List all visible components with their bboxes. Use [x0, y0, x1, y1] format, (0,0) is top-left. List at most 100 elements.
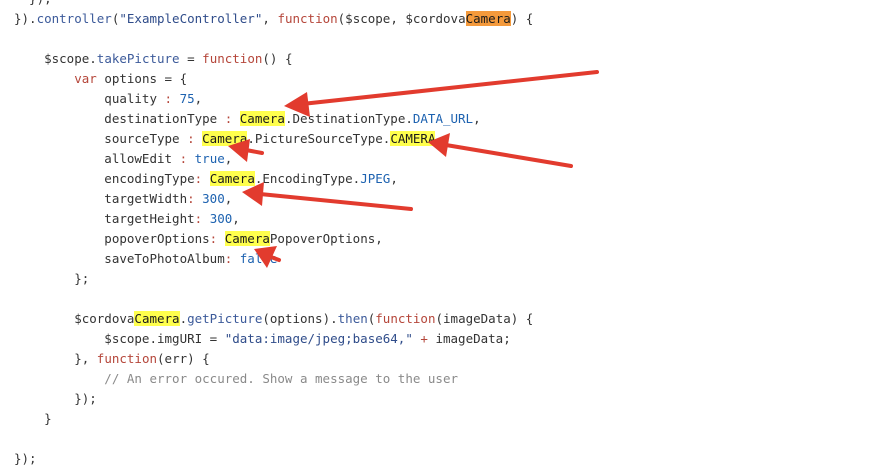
code-token: =	[179, 51, 203, 66]
highlighted-token: Camera	[209, 171, 255, 186]
code-token: :	[187, 191, 195, 206]
code-token: true	[194, 151, 225, 166]
code-token: ,	[390, 171, 398, 186]
code-token: .	[179, 311, 188, 326]
code-token: 300	[202, 191, 225, 206]
code-token: .DestinationType.	[284, 111, 413, 126]
highlighted-token: Camera	[239, 111, 285, 126]
code-token: :	[209, 231, 218, 246]
code-token: :	[194, 211, 203, 226]
code-token	[187, 151, 195, 166]
code-token: ,	[262, 11, 278, 26]
code-token: "ExampleController"	[119, 11, 263, 26]
code-token: options = {	[96, 71, 188, 86]
code-line: allowEdit : true,	[14, 149, 232, 169]
code-token: .EncodingType.	[254, 171, 361, 186]
code-token: ,	[224, 151, 233, 166]
code-token: encodingType	[14, 171, 195, 186]
code-token: ,	[232, 211, 240, 226]
code-token: (err) {	[157, 351, 210, 366]
code-token: :	[224, 111, 233, 126]
code-line: // An error occured. Show a message to t…	[14, 369, 458, 389]
code-token: (options).	[262, 311, 338, 326]
code-token: }	[14, 411, 52, 426]
code-token	[14, 71, 74, 86]
code-token: function	[375, 311, 436, 326]
highlighted-token: Camera	[465, 11, 511, 26]
code-token: targetHeight	[14, 211, 195, 226]
code-token: function	[202, 51, 263, 66]
code-line: var options = {	[14, 69, 187, 89]
code-token	[202, 171, 210, 186]
code-token: var	[74, 71, 97, 86]
code-line: targetWidth: 300,	[14, 189, 232, 209]
code-token: });	[14, 391, 97, 406]
code-token: });	[14, 0, 52, 6]
code-line: $scope.imgURI = "data:image/jpeg;base64,…	[14, 329, 511, 349]
code-token: $scope.imgURI =	[14, 331, 225, 346]
code-line: destinationType : Camera.DestinationType…	[14, 109, 481, 129]
code-token: $cordova	[14, 311, 135, 326]
code-token: },	[14, 351, 97, 366]
highlighted-token: Camera	[134, 311, 180, 326]
code-token: getPicture	[187, 311, 263, 326]
code-token: ) {	[510, 11, 534, 26]
code-token: ,	[435, 131, 443, 146]
code-line: encodingType: Camera.EncodingType.JPEG,	[14, 169, 398, 189]
code-token: sourceType	[14, 131, 188, 146]
code-token: }).	[14, 11, 37, 26]
code-token: targetWidth	[14, 191, 188, 206]
code-line: targetHeight: 300,	[14, 209, 240, 229]
code-line: }, function(err) {	[14, 349, 210, 369]
code-line: sourceType : Camera.PictureSourceType.CA…	[14, 129, 443, 149]
code-token: ,	[473, 111, 481, 126]
code-line: $scope.takePicture = function() {	[14, 49, 293, 69]
code-line: saveToPhotoAlbum: false	[14, 249, 277, 269]
code-token	[232, 111, 240, 126]
code-token: .PictureSourceType.	[247, 131, 391, 146]
code-token: ,	[224, 191, 233, 206]
code-token: +	[420, 331, 428, 346]
code-token: (	[367, 311, 376, 326]
code-token: "data:image/jpeg;base64,"	[224, 331, 413, 346]
code-token: popoverOptions	[14, 231, 210, 246]
code-token: ($scope, $cordova	[337, 11, 466, 26]
code-token: () {	[262, 51, 293, 66]
code-token: };	[14, 271, 90, 286]
code-token: :	[164, 91, 173, 106]
code-token: saveToPhotoAlbum	[14, 251, 225, 266]
code-token: (	[111, 11, 120, 26]
code-token: controller	[36, 11, 112, 26]
code-token: $scope.	[14, 51, 97, 66]
code-token: function	[277, 11, 338, 26]
code-token: 300	[209, 211, 233, 226]
code-line: });	[14, 449, 37, 469]
code-line: }	[14, 409, 52, 429]
code-token: JPEG	[360, 171, 391, 186]
code-token	[202, 211, 210, 226]
code-token: false	[239, 251, 278, 266]
code-token: });	[14, 451, 37, 466]
code-token	[172, 91, 180, 106]
highlighted-token: Camera	[224, 231, 270, 246]
code-token: ,	[194, 91, 203, 106]
code-token: DATA_URL	[412, 111, 474, 126]
code-line: });	[14, 389, 97, 409]
code-token: 75	[179, 91, 195, 106]
code-token: :	[179, 151, 188, 166]
code-token: takePicture	[96, 51, 180, 66]
code-token: function	[96, 351, 158, 366]
code-line: quality : 75,	[14, 89, 202, 109]
code-line: };	[14, 269, 89, 289]
code-line: $cordovaCamera.getPicture(options).then(…	[14, 309, 533, 329]
highlighted-token: Camera	[202, 131, 248, 146]
code-token: PopoverOptions,	[269, 231, 383, 246]
code-token: :	[187, 131, 195, 146]
code-token: quality	[14, 91, 165, 106]
code-token: :	[224, 251, 233, 266]
code-token: (imageData) {	[435, 311, 534, 326]
code-token: imageData;	[427, 331, 511, 346]
code-token: then	[337, 311, 368, 326]
code-line: });	[14, 0, 52, 9]
